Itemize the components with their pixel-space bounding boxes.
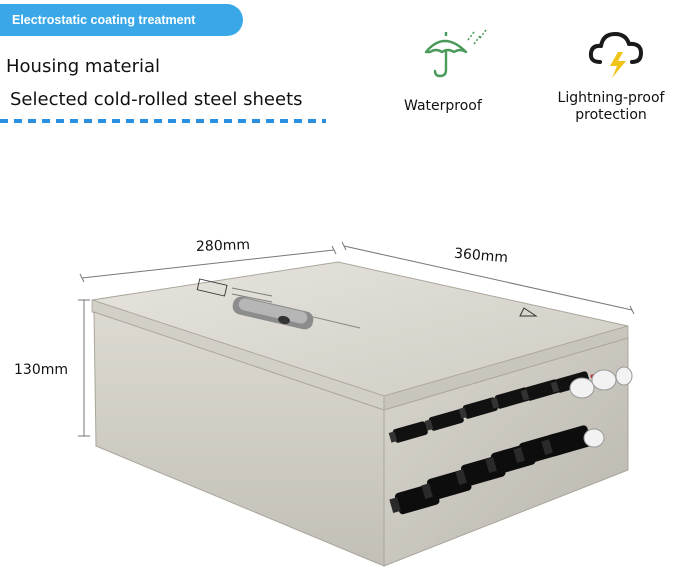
connector-row-upper bbox=[388, 371, 595, 443]
height-dimension: 130mm bbox=[14, 362, 68, 378]
housing-material-value: Selected cold-rolled steel sheets bbox=[10, 89, 303, 110]
waterproof-label: Waterproof bbox=[404, 98, 482, 114]
lock-handle bbox=[232, 296, 314, 330]
cable-glands bbox=[569, 366, 633, 448]
connector-row-lower bbox=[389, 425, 592, 515]
umbrella-rain-icon bbox=[424, 29, 487, 78]
lightning-proof-label: Lightning-proof protection bbox=[543, 90, 679, 124]
lightning-proof-line2: protection bbox=[575, 107, 647, 123]
lightning-cloud-icon bbox=[588, 32, 643, 78]
coating-badge: Electrostatic coating treatment bbox=[0, 4, 243, 36]
dimension-lines bbox=[78, 241, 635, 437]
lightning-proof-line1: Lightning-proof bbox=[557, 90, 665, 106]
housing-material-title: Housing material bbox=[6, 56, 161, 77]
warning-triangle-icon bbox=[519, 307, 538, 317]
dashed-divider bbox=[0, 119, 326, 123]
